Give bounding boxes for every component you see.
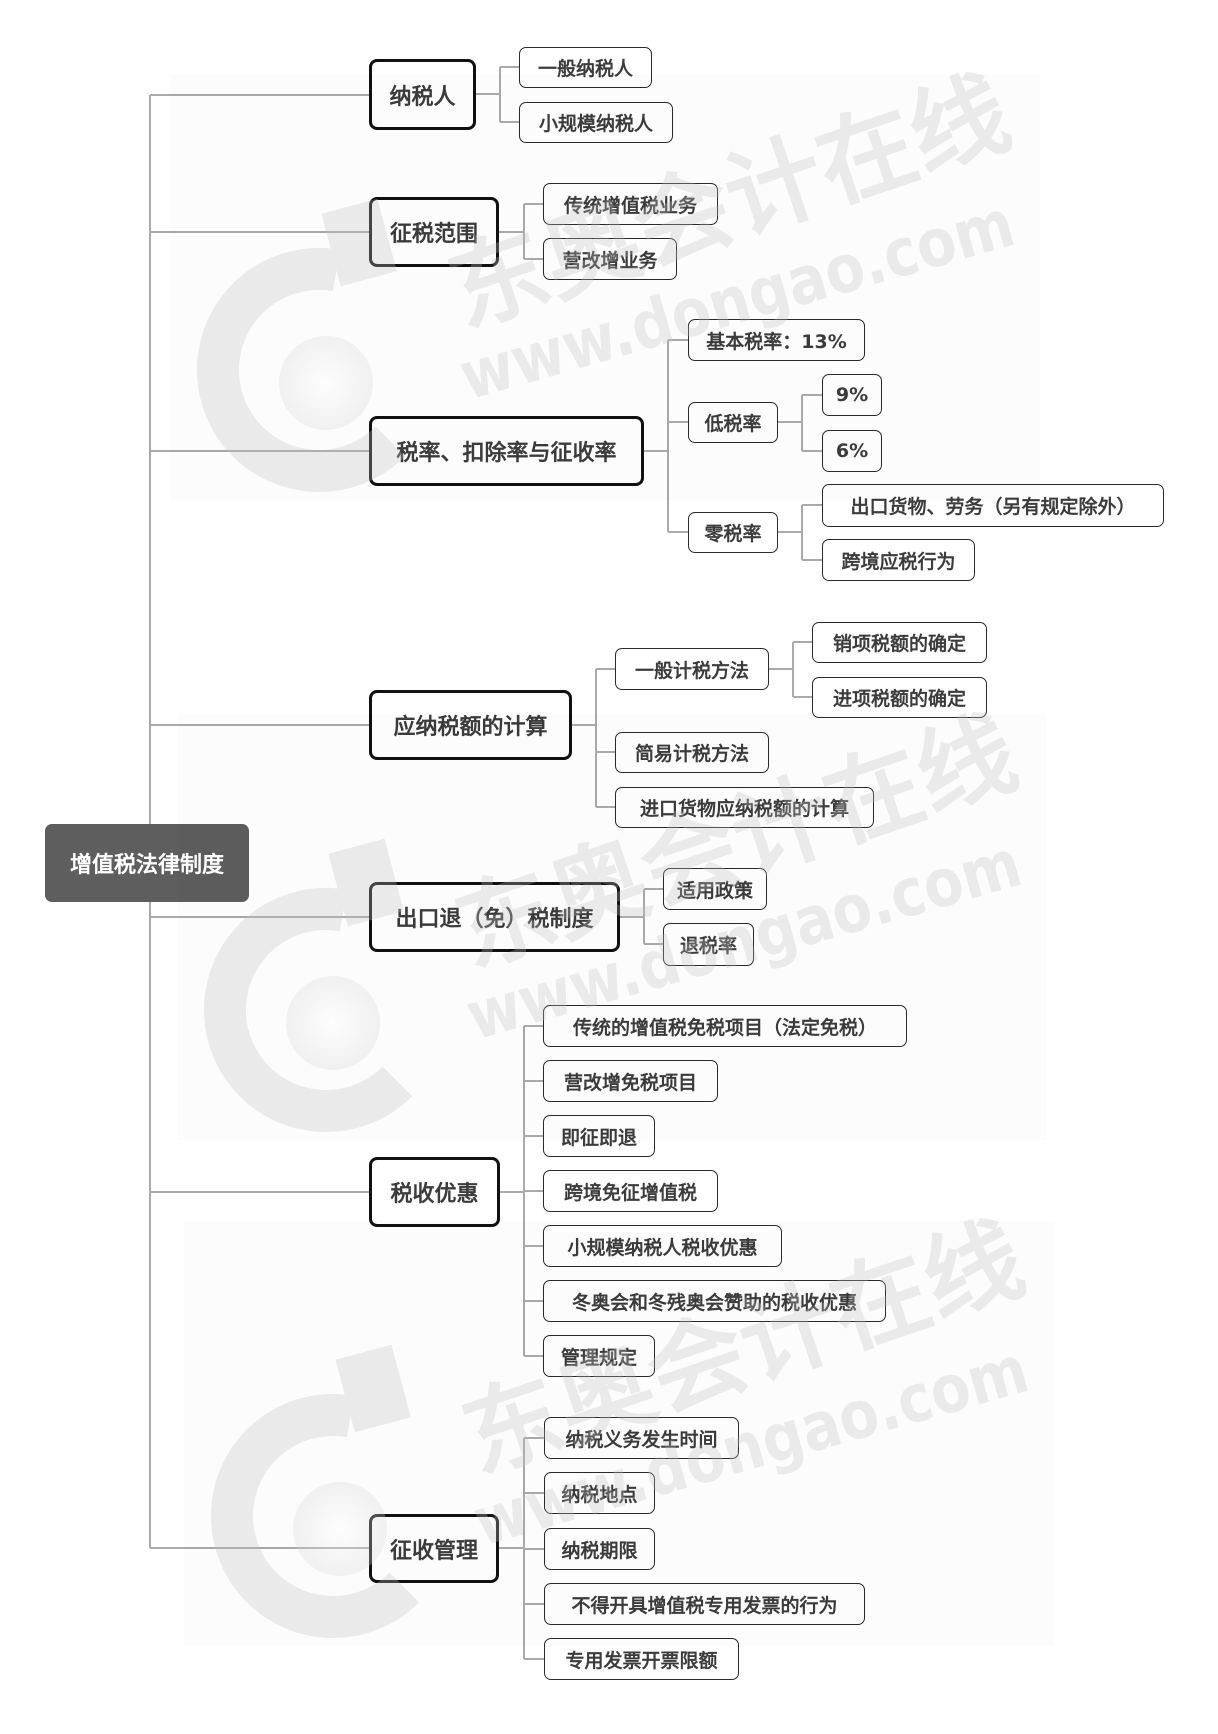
connector	[768, 641, 812, 698]
node-tax-obligation-time: 纳税义务发生时间	[544, 1417, 739, 1459]
node-basic-rate: 基本税率：13%	[688, 319, 865, 361]
node-small-scale-incentives: 小规模纳税人税收优惠	[543, 1225, 782, 1267]
node-traditional-exemptions: 传统的增值税免税项目（法定免税）	[543, 1005, 907, 1047]
node-winter-olympics-incentives: 冬奥会和冬残奥会赞助的税收优惠	[543, 1280, 886, 1322]
node-immediate-refund: 即征即退	[543, 1115, 655, 1157]
node-taxable-scope: 征税范围	[369, 197, 499, 267]
node-label: 跨境免征增值税	[563, 1181, 697, 1204]
node-label: 简易计税方法	[634, 743, 749, 765]
node-rate-9: 9%	[822, 374, 882, 416]
node-applicable-policy: 适用政策	[663, 868, 767, 910]
node-label: 出口货物、劳务（另有规定除外）	[850, 496, 1136, 518]
node-label: 低税率	[704, 413, 762, 435]
node-label: 进项税额的确定	[832, 688, 966, 710]
connector	[500, 1025, 543, 1357]
connector	[620, 888, 663, 945]
node-export-refund: 出口退（免）税制度	[369, 882, 620, 952]
node-label: 一般纳税人	[537, 58, 633, 80]
node-label: 销项税额的确定	[832, 633, 966, 655]
node-label: 跨境应税行为	[841, 550, 956, 573]
node-label: 征税范围	[389, 222, 478, 247]
node-label: 纳税义务发生时间	[565, 1428, 718, 1451]
node-tax-rates: 税率、扣除率与征收率	[369, 416, 644, 486]
node-cross-border-exemption: 跨境免征增值税	[543, 1170, 718, 1212]
connector	[644, 339, 688, 533]
node-label: 营改增免税项目	[563, 1071, 697, 1094]
node-collection-management: 征收管理	[369, 1514, 499, 1583]
node-taxpayers: 纳税人	[369, 59, 476, 130]
node-business-tax-to-vat: 营改增业务	[543, 238, 677, 280]
node-tax-incentives: 税收优惠	[369, 1157, 500, 1227]
node-rate-6: 6%	[822, 430, 882, 472]
node-tax-calculation: 应纳税额的计算	[369, 690, 572, 760]
node-simplified-method: 简易计税方法	[615, 732, 769, 773]
node-label: 纳税期限	[561, 1539, 638, 1562]
node-label: 专用发票开票限额	[565, 1649, 718, 1672]
node-no-special-invoice: 不得开具增值税专用发票的行为	[544, 1583, 865, 1625]
node-export-goods-services: 出口货物、劳务（另有规定除外）	[822, 484, 1164, 527]
connector	[476, 66, 519, 123]
node-cross-border-taxable: 跨境应税行为	[822, 539, 975, 581]
node-label: 增值税法律制度	[69, 853, 224, 878]
connector	[571, 668, 616, 808]
node-refund-rate: 退税率	[663, 923, 754, 966]
node-label: 纳税人	[389, 84, 456, 110]
node-label: 进口货物应纳税额的计算	[639, 798, 849, 820]
node-label: 传统增值税业务	[563, 194, 697, 217]
node-general-method: 一般计税方法	[615, 648, 769, 690]
node-label: 不得开具增值税专用发票的行为	[571, 1594, 838, 1617]
node-management-rules: 管理规定	[543, 1335, 655, 1377]
connector	[499, 1437, 544, 1660]
node-label: 征收管理	[389, 1538, 478, 1564]
node-label: 冬奥会和冬残奥会赞助的税收优惠	[571, 1291, 857, 1314]
node-label: 传统的增值税免税项目（法定免税）	[572, 1016, 877, 1039]
node-general-taxpayer: 一般纳税人	[519, 47, 652, 88]
node-label: 9%	[835, 384, 869, 406]
connector	[778, 504, 822, 561]
node-label: 小规模纳税人税收优惠	[567, 1236, 758, 1259]
node-btv-exemptions: 营改增免税项目	[543, 1060, 718, 1102]
node-low-rate: 低税率	[688, 402, 778, 443]
node-small-scale-taxpayer: 小规模纳税人	[519, 102, 673, 143]
node-zero-rate: 零税率	[688, 512, 778, 553]
node-label: 零税率	[704, 523, 762, 545]
node-special-invoice-limit: 专用发票开票限额	[544, 1638, 739, 1680]
node-input-tax: 进项税额的确定	[812, 677, 987, 718]
node-label: 即征即退	[560, 1126, 637, 1149]
root-node: 增值税法律制度	[45, 824, 249, 902]
node-label: 6%	[835, 440, 869, 462]
node-label: 小规模纳税人	[538, 113, 653, 135]
node-label: 一般计税方法	[634, 659, 749, 682]
node-label: 应纳税额的计算	[393, 715, 548, 740]
node-label: 税收优惠	[390, 1182, 479, 1207]
node-label: 管理规定	[560, 1346, 637, 1369]
node-label: 退税率	[679, 935, 737, 957]
node-label: 纳税地点	[561, 1483, 638, 1506]
node-label: 适用政策	[676, 879, 753, 902]
node-output-tax: 销项税额的确定	[812, 622, 987, 663]
node-label: 营改增业务	[562, 249, 658, 272]
node-label: 出口退（免）税制度	[395, 907, 594, 932]
node-import-goods-tax: 进口货物应纳税额的计算	[615, 787, 874, 828]
node-tax-place: 纳税地点	[544, 1472, 655, 1514]
connector	[778, 394, 822, 452]
node-label: 税率、扣除率与征收率	[396, 441, 617, 466]
connector	[499, 203, 543, 260]
node-tax-period: 纳税期限	[544, 1528, 655, 1570]
node-traditional-vat-business: 传统增值税业务	[543, 183, 718, 225]
node-label: 基本税率：13%	[706, 330, 847, 353]
